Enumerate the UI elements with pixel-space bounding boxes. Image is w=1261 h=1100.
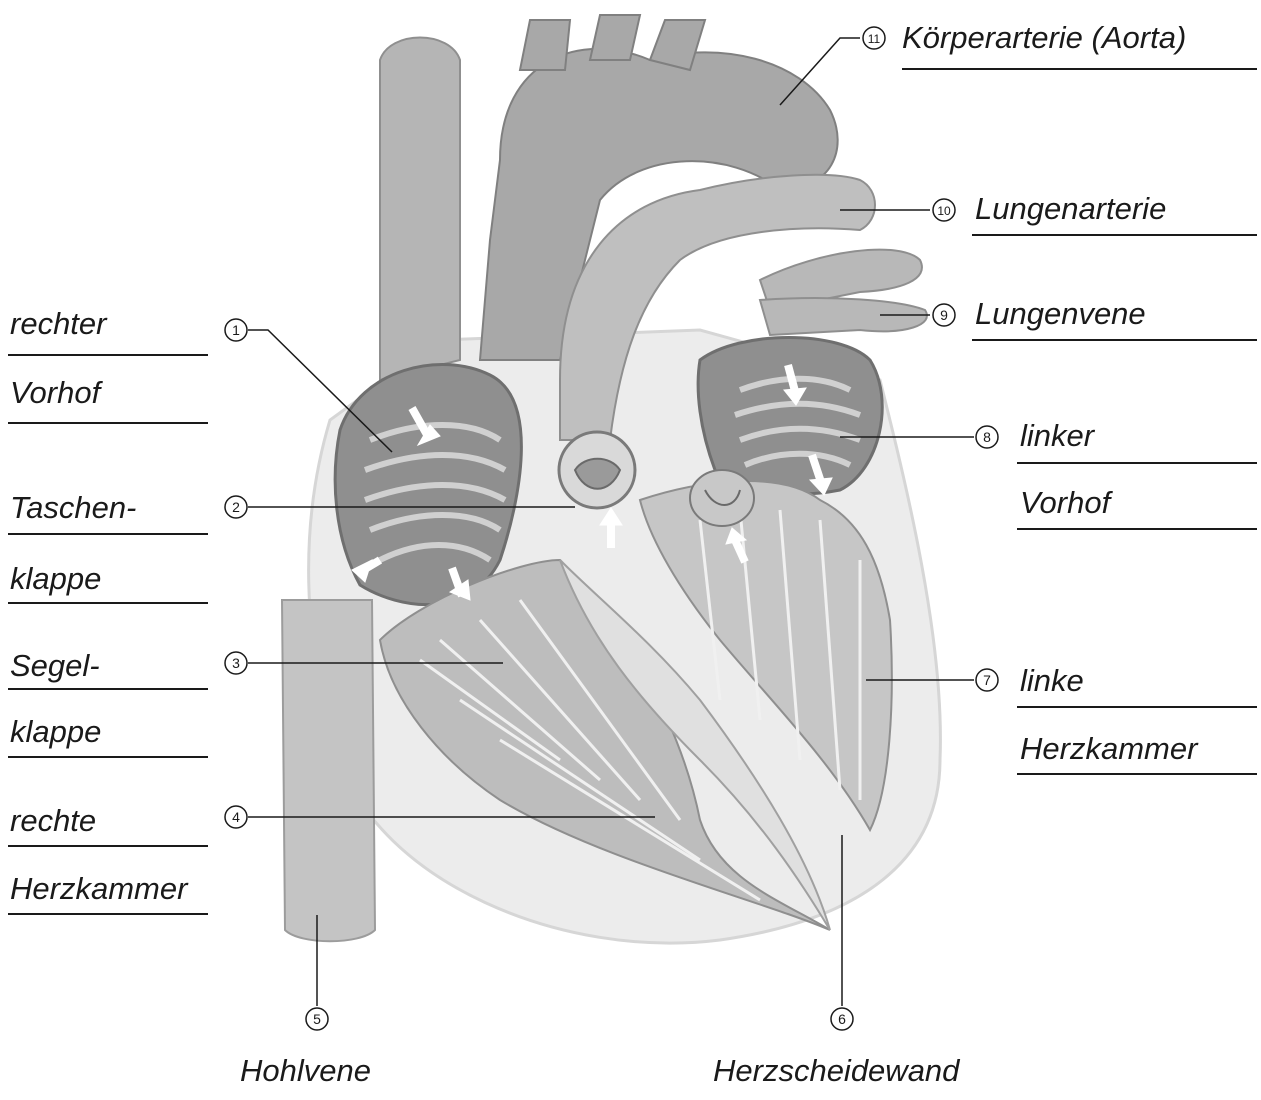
label-herzscheidewand: Herzscheidewand — [713, 1055, 959, 1086]
aorta-branch-1 — [520, 20, 570, 70]
label-linker: linker — [1020, 420, 1094, 451]
answer-line — [8, 533, 208, 535]
mitral-valve — [690, 470, 754, 526]
label-linke: linke — [1020, 665, 1084, 696]
answer-line — [1017, 773, 1257, 775]
label-taschen: Taschen- — [10, 492, 136, 523]
marker-num-11: 11 — [868, 32, 881, 46]
marker-num-9: 9 — [940, 307, 948, 323]
answer-line — [902, 68, 1257, 70]
answer-line — [1017, 462, 1257, 464]
label-rechter: rechter — [10, 308, 106, 339]
marker-num-7: 7 — [983, 672, 991, 688]
marker-num-10: 10 — [937, 204, 951, 218]
label-klappe-2: klappe — [10, 716, 101, 747]
answer-line — [1017, 706, 1257, 708]
marker-num-5: 5 — [313, 1011, 321, 1027]
answer-line — [8, 354, 208, 356]
answer-line — [8, 602, 208, 604]
marker-num-1: 1 — [232, 322, 240, 338]
marker-num-2: 2 — [232, 499, 240, 515]
marker-num-8: 8 — [983, 429, 991, 445]
label-hohlvene: Hohlvene — [240, 1055, 371, 1086]
answer-line — [8, 422, 208, 424]
answer-line — [8, 756, 208, 758]
pulmonary-vein-lower — [760, 298, 927, 335]
label-herzkammer-right: Herzkammer — [10, 873, 187, 904]
answer-line — [8, 845, 208, 847]
marker-num-6: 6 — [838, 1011, 846, 1027]
label-vorhof-right: Vorhof — [10, 377, 100, 408]
label-herzkammer-left: Herzkammer — [1020, 733, 1197, 764]
inferior-vena-cava — [282, 600, 375, 941]
label-segel: Segel- — [10, 650, 100, 681]
superior-vena-cava — [380, 38, 460, 381]
label-aorta: Körperarterie (Aorta) — [902, 22, 1186, 53]
aorta-branch-2 — [590, 15, 640, 60]
answer-line — [972, 339, 1257, 341]
pulmonary-valve — [559, 432, 635, 508]
label-lungenarterie: Lungenarterie — [975, 193, 1166, 224]
label-rechte: rechte — [10, 805, 96, 836]
answer-line — [972, 234, 1257, 236]
marker-num-4: 4 — [232, 809, 240, 825]
answer-line — [8, 913, 208, 915]
answer-line — [8, 688, 208, 690]
label-vorhof-left: Vorhof — [1020, 487, 1110, 518]
label-klappe-1: klappe — [10, 563, 101, 594]
label-lungenvene: Lungenvene — [975, 298, 1146, 329]
marker-num-3: 3 — [232, 655, 240, 671]
answer-line — [1017, 528, 1257, 530]
